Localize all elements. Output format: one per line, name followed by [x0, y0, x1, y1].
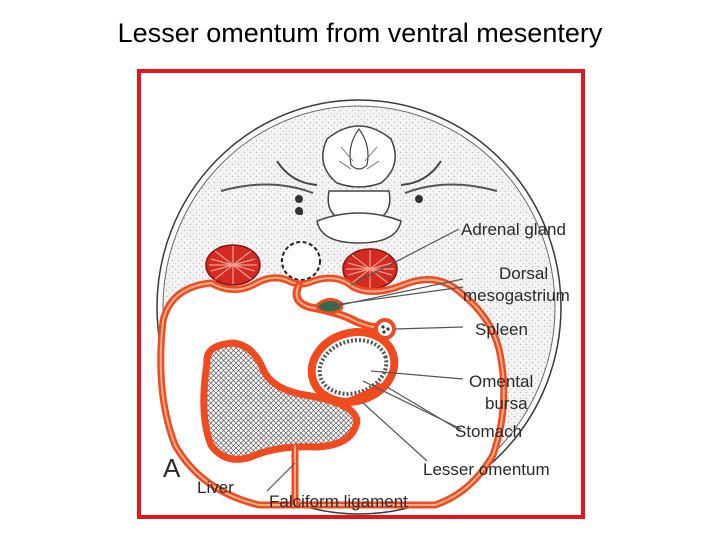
dorsal-mesogastrium — [292, 281, 387, 332]
stomach — [307, 328, 399, 406]
lesser-omentum — [340, 382, 383, 406]
slide-title: Lesser omentum from ventral mesentery — [117, 18, 603, 48]
aorta — [281, 241, 321, 281]
label-omental-bursa-line2: bursa — [485, 394, 528, 413]
spleen-primordium — [315, 298, 344, 315]
liver — [200, 339, 361, 463]
leader-lines — [266, 228, 464, 492]
label-lesser-omentum: Lesser omentum — [423, 460, 550, 479]
label-falciform-ligament: Falciform ligament — [269, 492, 408, 511]
adrenal-gland-right — [342, 248, 398, 290]
adrenal-gland-left — [205, 244, 261, 286]
label-dorsal-mesogastrium-line2: mesogastrium — [463, 286, 570, 305]
label-dorsal-mesogastrium-line1: Dorsal — [499, 264, 548, 283]
panel-letter: A — [163, 453, 181, 483]
label-liver: Liver — [197, 478, 234, 497]
vertebral-arches — [220, 160, 498, 194]
spinal-cord — [322, 125, 396, 188]
label-omental-bursa-line1: Omental — [469, 372, 533, 391]
figure-frame: Adrenal gland Dorsal mesogastrium Spleen… — [137, 69, 585, 519]
spleen — [374, 318, 396, 340]
label-adrenal-gland: Adrenal gland — [461, 220, 566, 239]
label-stomach: Stomach — [455, 422, 522, 441]
embryo-cross-section-diagram: Adrenal gland Dorsal mesogastrium Spleen… — [156, 99, 570, 515]
label-spleen: Spleen — [475, 320, 528, 339]
vertebral-body — [295, 190, 423, 244]
